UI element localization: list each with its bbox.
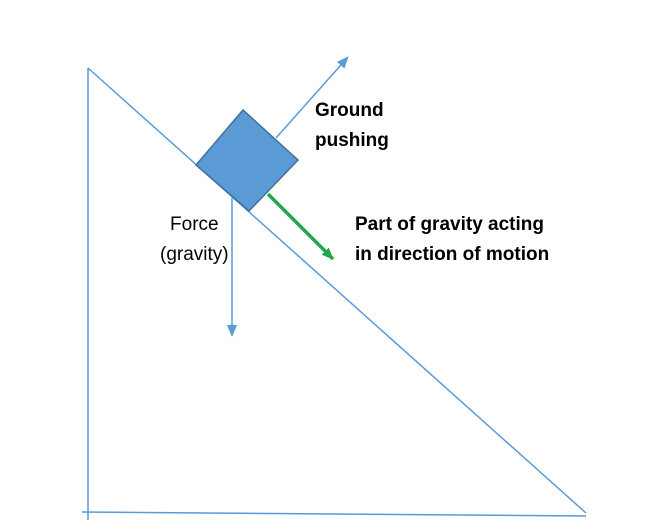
ground-baseline <box>81 511 587 517</box>
ground-pushing-label-line1: Ground <box>315 100 384 121</box>
force-gravity-label-line2: (gravity) <box>160 244 229 265</box>
gravity-component-label-line1: Part of gravity acting <box>355 214 544 235</box>
gravity-component-label: Part of gravity acting in direction of m… <box>355 210 549 270</box>
force-gravity-label: Force (gravity) <box>160 210 229 270</box>
gravity-component-label-line2: in direction of motion <box>355 244 550 265</box>
ground-pushing-label-line2: pushing <box>315 130 389 151</box>
ground-pushing-label: Ground pushing <box>315 96 389 156</box>
incline-slope-line <box>87 67 587 514</box>
motion-component-arrow <box>266 192 335 261</box>
block-square <box>194 108 300 213</box>
ground-pushing-arrow <box>275 56 349 139</box>
force-gravity-label-line1: Force <box>170 214 219 235</box>
